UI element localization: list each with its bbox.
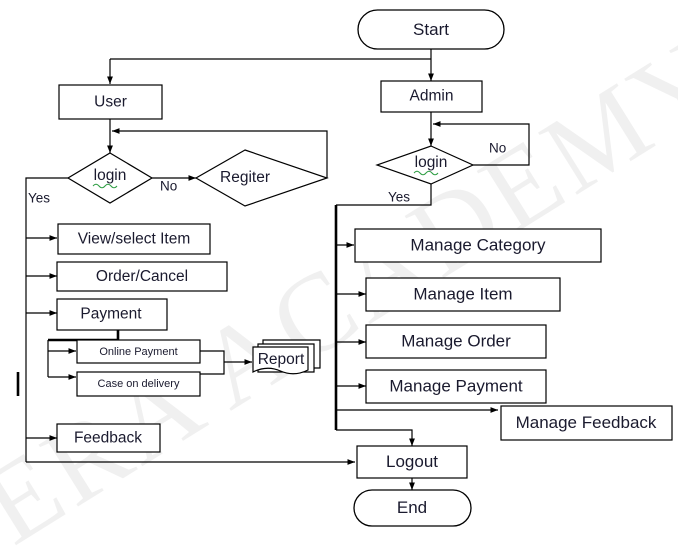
manage-category-label: Manage Category (410, 235, 546, 254)
manage-payment-shape (365, 369, 547, 404)
feedback-label: Feedback (74, 430, 142, 447)
node-admin[interactable]: Admin (380, 80, 483, 113)
node-case-on-delivery[interactable]: Case on delivery (76, 371, 201, 397)
payment-shape (56, 298, 168, 331)
edge-label-adminlogin-no: No (489, 141, 506, 156)
order-cancel-label: Order/Cancel (96, 268, 188, 285)
case-on-delivery-label: Case on delivery (98, 378, 180, 390)
node-manage-order[interactable]: Manage Order (365, 324, 547, 359)
edge-userlogin-yes-spine (25, 177, 68, 462)
edge-label-userlogin-no: No (160, 179, 177, 194)
view-select-item-shape (57, 223, 211, 255)
node-logout[interactable]: Logout (356, 445, 468, 479)
manage-payment-label: Manage Payment (389, 376, 523, 395)
online-payment-label: Online Payment (99, 346, 177, 358)
user-label: User (94, 94, 127, 111)
manage-order-label: Manage Order (401, 331, 511, 350)
manage-item-label: Manage Item (413, 284, 512, 303)
node-report[interactable]: Report (252, 339, 321, 375)
manage-order-shape (365, 324, 547, 359)
case-on-delivery-shape (76, 371, 201, 397)
admin-label: Admin (410, 88, 454, 105)
edge-label-userlogin-yes: Yes (28, 191, 50, 206)
end-shape (353, 489, 472, 527)
edge-labels: Yes No Yes No (28, 141, 506, 206)
user-shape (58, 84, 163, 120)
edge-register-loopback (112, 128, 328, 178)
manage-feedback-label: Manage Feedback (516, 413, 657, 432)
node-start[interactable]: Start (357, 9, 505, 50)
connectors: Regiter --> left spine --> loop (16, 49, 530, 490)
end-label: End (397, 498, 427, 517)
node-end[interactable]: End (353, 489, 472, 527)
report-sheet-front (252, 346, 309, 375)
user-login-shape (66, 152, 154, 204)
edge-adminlogin-no-loopback (433, 121, 530, 166)
manage-item-shape (365, 277, 561, 312)
admin-login-spellcheck-underline (413, 170, 439, 176)
admin-shape (380, 80, 483, 113)
node-order-cancel[interactable]: Order/Cancel (56, 261, 228, 292)
node-manage-feedback[interactable]: Manage Feedback (500, 405, 673, 441)
node-online-payment[interactable]: Online Payment (76, 339, 201, 364)
edge-adminspine-to-logout (336, 429, 415, 446)
start-label: Start (413, 20, 449, 39)
admin-login-shape (375, 145, 475, 185)
view-select-item-label: View/select Item (78, 231, 191, 248)
edge-label-adminlogin-yes: Yes (388, 190, 410, 205)
node-view-select-item[interactable]: View/select Item (57, 223, 211, 255)
node-payment[interactable]: Payment (56, 298, 168, 331)
edge-adminlogin-yes (336, 184, 432, 206)
manage-feedback-shape (500, 405, 673, 441)
user-login-label: login (94, 167, 127, 184)
online-payment-shape (76, 339, 201, 364)
node-admin-login[interactable]: login (375, 145, 475, 185)
user-login-spellcheck-underline (92, 183, 118, 189)
node-user-login[interactable]: login (66, 152, 154, 204)
logout-shape (356, 445, 468, 479)
logout-label: Logout (386, 452, 438, 471)
report-label: Report (258, 351, 305, 368)
edge-payment-drop (48, 330, 120, 342)
node-manage-payment[interactable]: Manage Payment (365, 369, 547, 404)
register-label: Regiter (220, 169, 270, 186)
admin-login-label: login (415, 154, 448, 171)
node-register[interactable]: Regiter (194, 149, 329, 207)
payment-label: Payment (80, 306, 142, 323)
order-cancel-shape (56, 261, 228, 292)
node-user[interactable]: User (58, 84, 163, 120)
manage-category-shape (354, 228, 602, 263)
node-manage-item[interactable]: Manage Item (365, 277, 561, 312)
register-shape (194, 149, 329, 207)
node-feedback[interactable]: Feedback (56, 423, 161, 453)
node-manage-category[interactable]: Manage Category (354, 228, 602, 263)
feedback-shape (56, 423, 161, 453)
start-shape (357, 9, 505, 50)
